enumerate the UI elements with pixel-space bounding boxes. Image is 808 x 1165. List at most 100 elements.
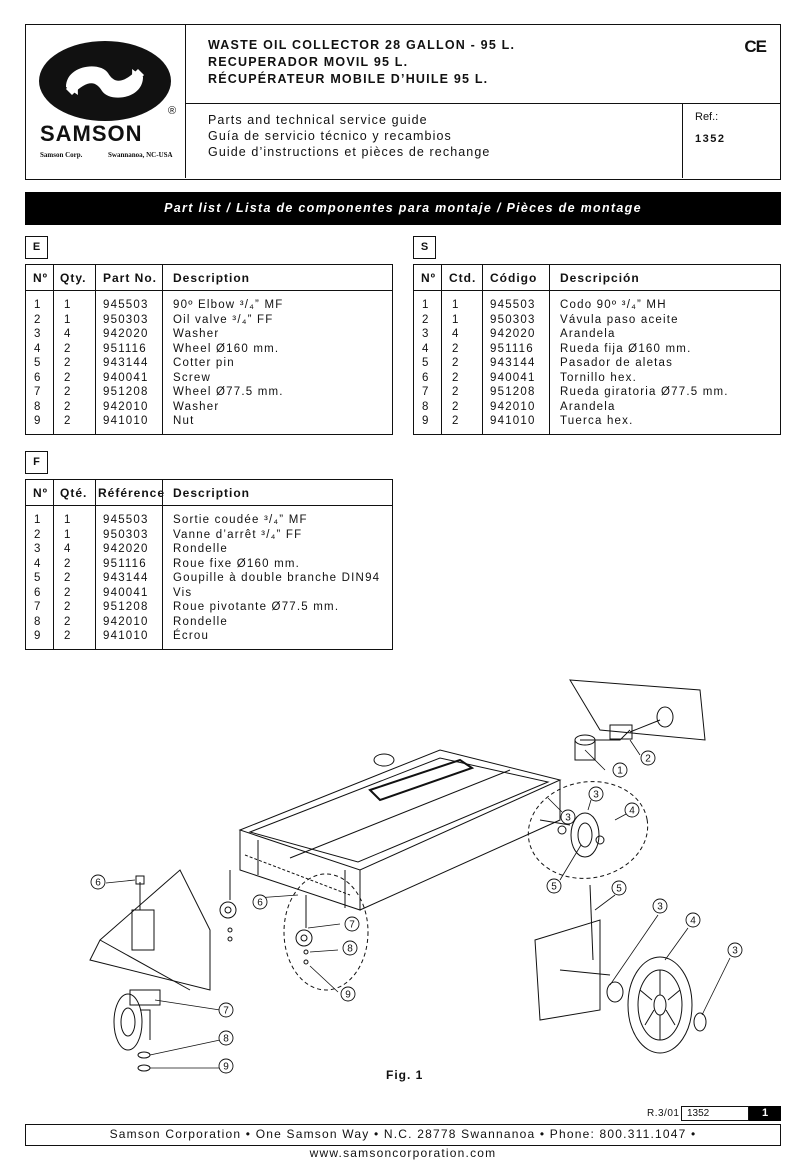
brand-name: SAMSON	[40, 121, 143, 146]
ce-mark: CE	[744, 37, 767, 56]
cell-part-no: 942010	[103, 400, 149, 413]
callout-circle	[652, 898, 668, 914]
cell-part-no: 943144	[490, 357, 536, 369]
callout-circle	[218, 1030, 234, 1046]
ref-label: Ref.:	[695, 111, 719, 123]
cell-qty: 2	[64, 371, 72, 384]
cell-qty: 2	[452, 386, 460, 398]
cell-number: 1	[34, 299, 42, 311]
cell-qty: 1	[64, 313, 72, 326]
cell-part-no: 951116	[103, 557, 147, 570]
cell-description: Washer	[173, 400, 220, 413]
cell-number: 5	[34, 357, 42, 369]
callout-label: 8	[347, 944, 353, 955]
callout-label: 4	[690, 916, 696, 927]
cell-description: Goupille à double branche DIN94	[173, 572, 381, 584]
page-number: 1	[749, 1106, 781, 1121]
cell-part-no: 940041	[103, 586, 149, 599]
cell-number: 6	[34, 371, 42, 384]
cell-part-no: 942020	[103, 328, 149, 340]
cell-description: Wheel Ø77.5 mm.	[173, 386, 284, 398]
cell-number: 1	[34, 514, 42, 526]
cell-description: Cotter pin	[173, 357, 235, 369]
cell-description: Rueda giratoria Ø77.5 mm.	[560, 386, 729, 398]
title-spanish: RECUPERADOR MOVIL 95 L.	[208, 55, 409, 69]
cell-qty: 1	[64, 528, 72, 541]
cell-number: 1	[422, 299, 430, 311]
cell-part-no: 942010	[490, 400, 536, 413]
col-part-no: Part No.	[103, 271, 158, 285]
valve-assembly	[569, 679, 706, 761]
callout-label: 5	[616, 884, 622, 895]
cell-description: Écrou	[173, 630, 210, 642]
cell-part-no: 945503	[490, 299, 536, 311]
callout-label: 8	[223, 1034, 229, 1045]
brand-corp: Samson Corp.	[40, 151, 83, 159]
cell-description: Tornillo hex.	[560, 371, 637, 384]
cell-qty: 4	[452, 328, 460, 340]
tab-french: F	[25, 451, 48, 474]
cell-description: Arandela	[560, 400, 616, 413]
callout-label: 1	[617, 766, 623, 777]
cell-number: 9	[34, 415, 42, 427]
col-number: Nº	[33, 271, 49, 285]
cell-number: 9	[422, 415, 430, 427]
cell-qty: 2	[64, 615, 72, 628]
cell-part-no: 940041	[490, 371, 536, 384]
cell-part-no: 951116	[490, 342, 534, 355]
tab-spanish: S	[413, 236, 436, 259]
guide-french: Guide d’instructions et pièces de rechan…	[208, 145, 491, 159]
cell-qty: 2	[64, 586, 72, 599]
cell-part-no: 950303	[103, 528, 149, 541]
footer-ref: 1352	[681, 1106, 749, 1121]
revision: R.3/01	[647, 1108, 680, 1119]
callout-circle	[640, 750, 656, 766]
col-description: Description	[173, 486, 251, 500]
cell-description: Rondelle	[173, 543, 228, 555]
cell-description: Vávula paso aceite	[560, 313, 679, 326]
cell-qty: 4	[64, 328, 72, 340]
cell-part-no: 951208	[103, 601, 149, 613]
cell-part-no: 941010	[103, 630, 149, 642]
cell-description: Washer	[173, 328, 220, 340]
reference-cell: Ref.: 1352	[682, 103, 780, 178]
callout-circle	[344, 916, 360, 932]
cell-part-no: 942010	[103, 615, 149, 628]
callout-circle	[611, 880, 627, 896]
callout-label: 4	[629, 806, 635, 817]
cell-number: 9	[34, 630, 42, 642]
cell-number: 4	[34, 557, 42, 570]
cell-description: Arandela	[560, 328, 616, 340]
cell-number: 7	[34, 601, 42, 613]
guide-english: Parts and technical service guide	[208, 113, 428, 127]
cell-part-no: 943144	[103, 357, 149, 369]
col-part-no: Código	[490, 271, 538, 285]
cell-part-no: 943144	[103, 572, 149, 584]
callout-circle	[218, 1002, 234, 1018]
callout-label: 3	[657, 902, 663, 913]
tab-english: E	[25, 236, 48, 259]
guide-titles: Parts and technical service guide Guía d…	[208, 112, 490, 160]
cell-description: Rondelle	[173, 615, 228, 628]
cell-part-no: 942020	[490, 328, 536, 340]
